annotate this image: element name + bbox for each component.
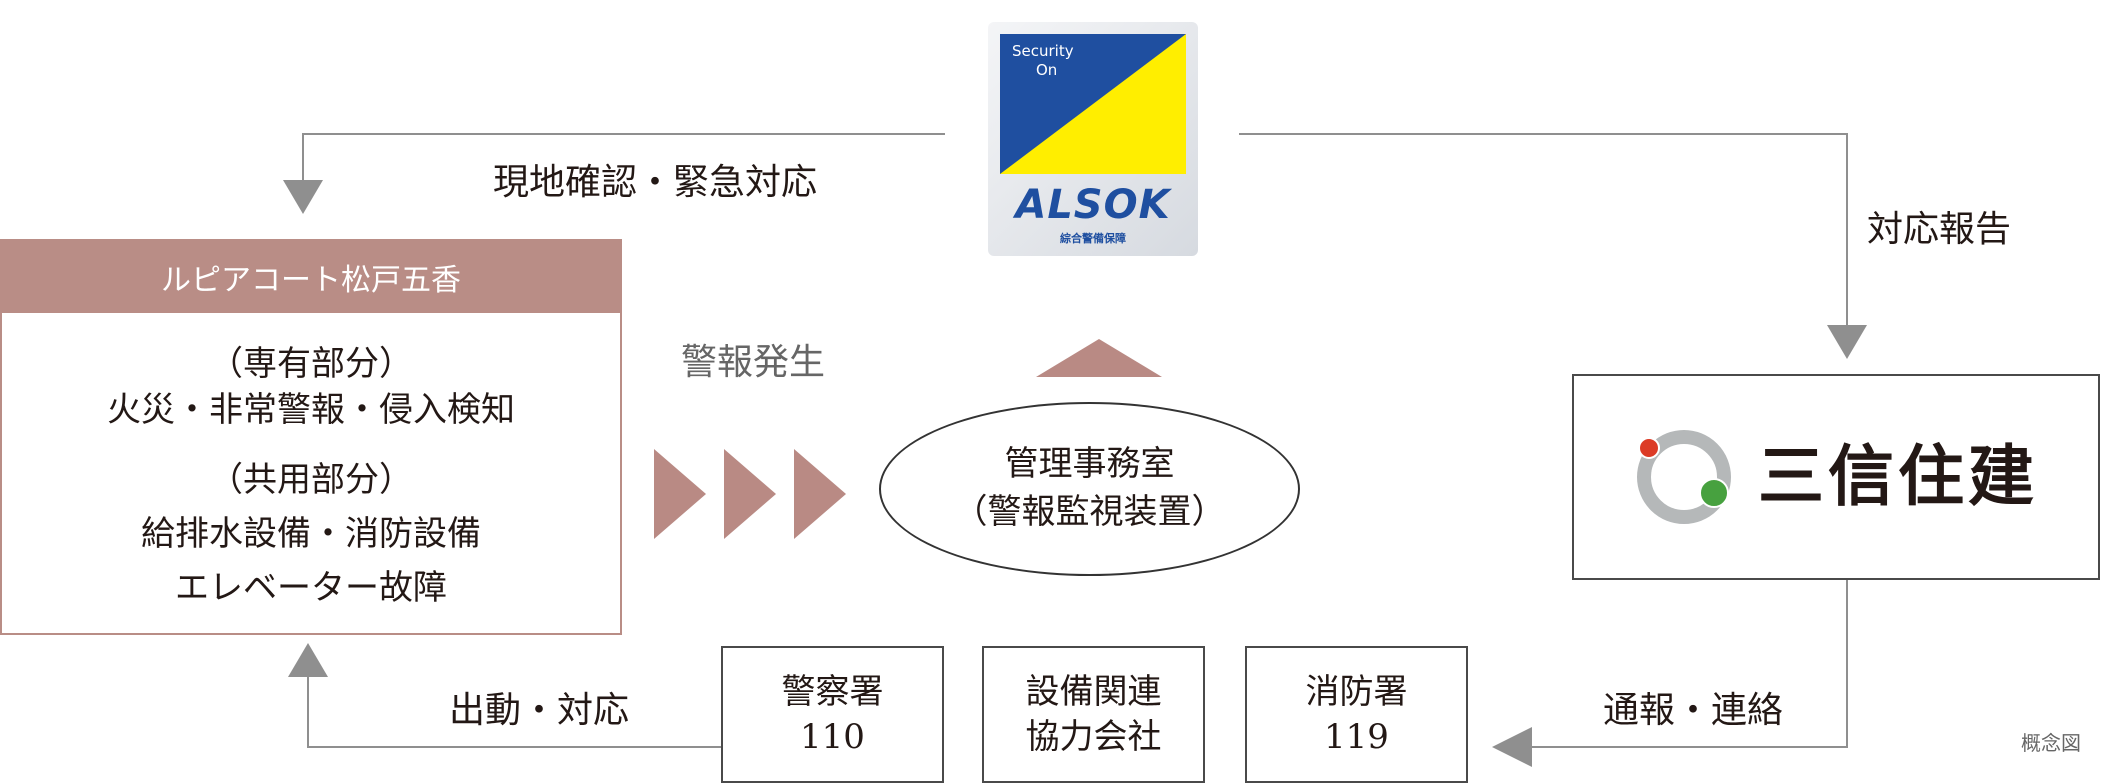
equipment-partner-box: 設備関連 協力会社 <box>982 646 1205 783</box>
company-box: 三信住建 <box>1572 374 2100 580</box>
alsok-tag: On <box>1036 61 1058 79</box>
property-title: ルピアコート松戸五香 <box>2 241 620 313</box>
alsok-logo: Security On ALSOK 綜合警備保障 <box>988 22 1198 256</box>
connector-line <box>1239 133 1848 135</box>
arrow-down-icon <box>283 180 323 214</box>
notify-label: 通報・連絡 <box>1603 690 1784 731</box>
private-items: 火災・非常警報・侵入検知 <box>107 390 515 430</box>
management-office: 管理事務室 （警報監視装置） <box>879 402 1300 576</box>
common-items: 給排水設備・消防設備 <box>141 514 481 554</box>
response-report-label: 対応報告 <box>1867 209 2012 250</box>
office-device: （警報監視装置） <box>953 492 1226 532</box>
private-heading: （専有部分） <box>209 344 413 384</box>
agency-name: 協力会社 <box>1025 716 1162 757</box>
agency-name: 消防署 <box>1305 672 1408 713</box>
alsok-tag: Security <box>1012 42 1074 60</box>
company-logo-icon <box>1637 430 1731 524</box>
common-items: エレベーター故障 <box>175 568 447 608</box>
alsok-flag-icon <box>1000 34 1186 174</box>
common-heading: （共用部分） <box>209 460 413 500</box>
property-box: ルピアコート松戸五香 （専有部分） 火災・非常警報・侵入検知 （共用部分） 給排… <box>0 239 622 635</box>
agency-name: 警察署 <box>781 672 884 713</box>
connector-line <box>307 676 309 748</box>
police-box: 警察署 110 <box>721 646 944 783</box>
connector-line <box>1846 133 1848 328</box>
office-name: 管理事務室 <box>1004 444 1175 485</box>
company-name: 三信住建 <box>1758 438 2038 516</box>
concept-note: 概念図 <box>2021 731 2081 755</box>
arrow-down-icon <box>1827 325 1867 359</box>
alsok-subtitle: 綜合警備保障 <box>1060 232 1126 245</box>
connector-line <box>1530 746 1848 748</box>
agency-number: 110 <box>800 716 865 757</box>
connector-line <box>307 746 722 748</box>
connector-line <box>302 133 304 183</box>
onsite-response-label: 現地確認・緊急対応 <box>493 162 818 203</box>
fire-dept-box: 消防署 119 <box>1245 646 1468 783</box>
dispatch-label: 出動・対応 <box>449 690 630 731</box>
agency-name: 設備関連 <box>1025 672 1162 713</box>
connector-line <box>302 133 945 135</box>
flow-chevrons-icon <box>654 449 846 539</box>
alarm-label: 警報発生 <box>681 342 826 383</box>
arrow-up-icon <box>288 643 328 677</box>
connector-line <box>1846 579 1848 748</box>
agency-number: 119 <box>1324 716 1389 757</box>
arrow-up-triangle-icon <box>1036 339 1162 377</box>
alsok-wordmark: ALSOK <box>1015 182 1171 228</box>
arrow-left-icon <box>1492 727 1532 767</box>
